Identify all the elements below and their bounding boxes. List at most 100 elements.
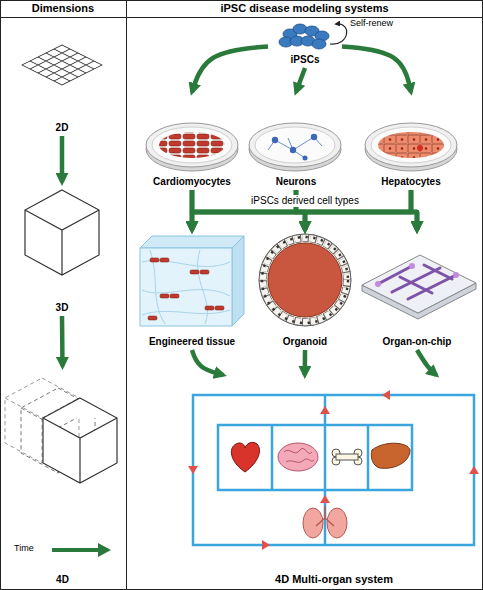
- flow-arrow: [192, 46, 268, 92]
- neuron-cells: [290, 147, 296, 153]
- organ-chip: [375, 281, 381, 287]
- node-label: Organ-on-chip: [383, 336, 452, 348]
- engineered-tissue-block: [160, 258, 169, 262]
- organoid-sphere: [268, 243, 342, 317]
- engineered-tissue-block: [205, 306, 214, 310]
- lungs-icon: [303, 506, 347, 538]
- node-label: 4D: [56, 574, 69, 586]
- multi-organ-circuit: [193, 395, 474, 545]
- node-label: Engineered tissue: [149, 336, 235, 348]
- model-panel: iPSC disease modeling systems iPSCsCardio…: [126, 0, 483, 590]
- model-node: Organ-on-chip: [356, 230, 478, 350]
- flow-arrow: [417, 350, 436, 375]
- engineered-tissue-block: [232, 236, 244, 326]
- panel-frame: [0, 17, 483, 18]
- bone-icon: [336, 454, 358, 460]
- dimension-panel: Dimensions 2D 3D 4D: [0, 0, 126, 590]
- multi-organ-circuit: [188, 390, 479, 550]
- organoid-sphere: [259, 234, 351, 326]
- cardiomyocyte-cells: [157, 131, 227, 159]
- cell-type-node: Cardiomyocytes: [135, 92, 249, 190]
- lungs-icon: [316, 506, 334, 526]
- neuron-cells: [268, 134, 322, 161]
- bone-icon: [332, 449, 362, 465]
- node-label: 3D: [56, 302, 69, 314]
- multi-organ-circuit: [188, 466, 198, 474]
- heart-icon: [231, 442, 259, 472]
- axis-label: Time: [14, 543, 34, 554]
- multi-organ-circuit: [382, 390, 390, 400]
- flow-arrow: [411, 190, 417, 230]
- time-arrow: [98, 543, 111, 557]
- multi-organ-circuit: [188, 390, 479, 550]
- engineered-tissue-block: [140, 248, 232, 326]
- stem-cell-node: iPSCs: [268, 20, 342, 68]
- ipsc-cluster: [279, 24, 329, 49]
- ipsc-cluster: [312, 39, 326, 49]
- flow-arrow: [60, 136, 65, 182]
- flow-arrow: [192, 190, 411, 230]
- dimension-item: 2D: [12, 40, 112, 136]
- panel-heading: iPSC disease modeling systems: [126, 0, 483, 17]
- node-label: Organoid: [283, 336, 327, 348]
- engineered-tissue-block: [140, 236, 244, 248]
- engineered-tissue-block: [140, 236, 244, 326]
- node-label: 2D: [56, 122, 69, 134]
- flow-arrow: [192, 350, 223, 375]
- engineered-tissue-block: [215, 306, 224, 310]
- multi-organ-circuit: [262, 540, 270, 550]
- petri-dish: [365, 123, 457, 171]
- engineered-tissue-block: [150, 258, 159, 262]
- model-node: Organoid: [258, 230, 352, 350]
- panel-heading: Dimensions: [0, 0, 126, 17]
- self-renew-arrow: [330, 24, 347, 44]
- organ-chip: [453, 272, 459, 278]
- cube-3d-icon: [25, 190, 99, 275]
- cube-4d-icon: [43, 398, 117, 483]
- multi-organ-node: 4D Multi-organ system: [188, 375, 480, 588]
- node-label: Hepatocytes: [381, 176, 440, 188]
- organ-chip: [362, 255, 476, 319]
- node-label: Cardiomyocytes: [153, 176, 231, 188]
- engineered-tissue-block: [148, 316, 157, 320]
- flow-arrow: [342, 46, 411, 92]
- dimension-item: 3D: [12, 182, 112, 316]
- engineered-tissue-block: [190, 270, 199, 274]
- engineered-tissue-block: [142, 250, 230, 324]
- organoid-sphere: [262, 237, 348, 323]
- multi-organ-circuit: [469, 466, 479, 474]
- engineered-tissue-block: [160, 294, 169, 298]
- cell-type-node: Neurons: [252, 92, 340, 190]
- neuron-cells: [303, 156, 308, 161]
- organ-chip: [409, 263, 415, 269]
- time-arrow: [52, 548, 100, 552]
- annotation-text: Self-renew: [350, 18, 393, 29]
- organoid-sphere: [263, 238, 347, 322]
- engineered-tissue-block: [170, 294, 179, 298]
- multi-organ-circuit: [320, 406, 330, 414]
- flow-arrow: [60, 316, 65, 366]
- engineered-tissue-block: [200, 270, 209, 274]
- organ-chip: [362, 255, 476, 313]
- multi-organ-circuit: [320, 495, 330, 503]
- grid-2d-icon: [22, 45, 102, 85]
- node-label: Neurons: [276, 176, 317, 188]
- hepatocyte-marker: [417, 145, 423, 151]
- brain-icon: [284, 448, 314, 462]
- petri-dish: [146, 123, 238, 171]
- petri-dish: [249, 123, 341, 171]
- brain-icon: [278, 443, 318, 471]
- grid-2d-icon: [22, 45, 102, 85]
- flow-arrow: [303, 350, 308, 375]
- organ-chip: [378, 265, 456, 299]
- organoid-sphere: [263, 238, 347, 322]
- hepatocyte-cells: [376, 131, 446, 159]
- dimension-item: 4D: [5, 366, 120, 588]
- panel-frame: [126, 0, 127, 590]
- node-label: 4D Multi-organ system: [275, 573, 393, 586]
- time-arrow: [52, 543, 111, 557]
